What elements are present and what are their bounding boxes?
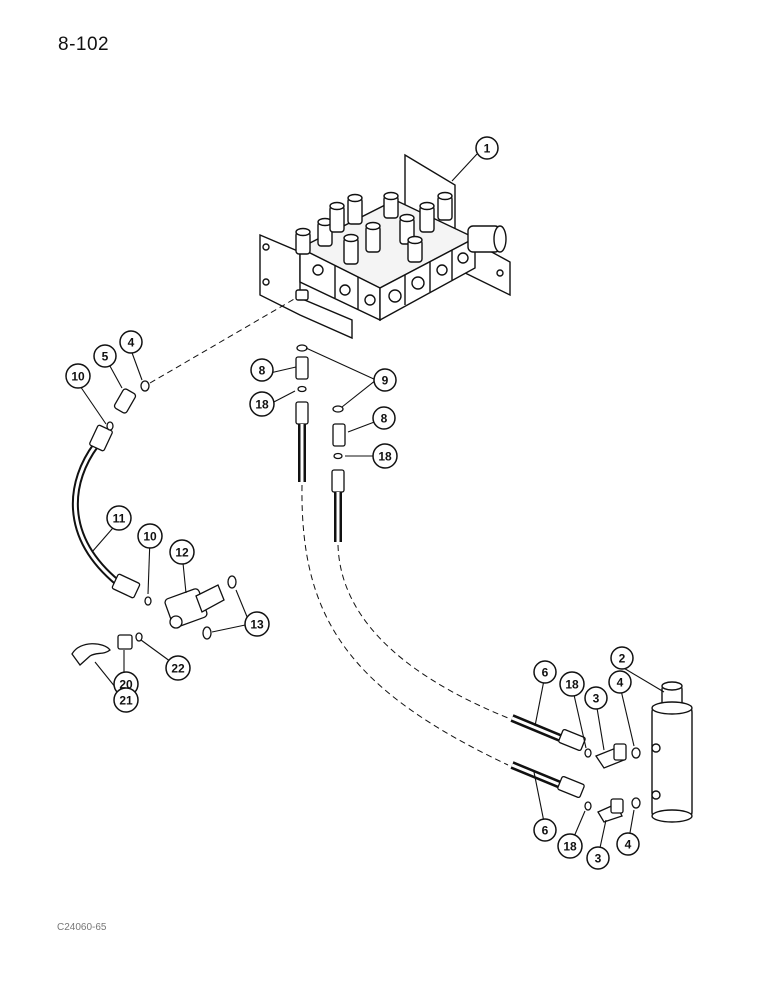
- callout-circle: [244, 611, 270, 637]
- callout-circle: [93, 344, 117, 368]
- callout-circle: [608, 670, 632, 694]
- callout-c10b: 10: [137, 523, 163, 549]
- callout-label: 18: [255, 398, 269, 412]
- callout-label: 8: [259, 364, 266, 378]
- callout-c8a: 8: [250, 358, 274, 382]
- callout-circle: [372, 406, 396, 430]
- callout-circle: [249, 391, 275, 417]
- callout-circle: [584, 686, 608, 710]
- callout-circle: [137, 523, 163, 549]
- callout-circle: [372, 443, 398, 469]
- callout-c3b: 3: [586, 846, 610, 870]
- callout-c21: 21: [113, 687, 139, 713]
- callout-label: 8: [381, 412, 388, 426]
- callout-circle: [533, 818, 557, 842]
- callout-label: 18: [565, 678, 579, 692]
- callout-circle: [165, 655, 191, 681]
- callout-label: 4: [617, 676, 624, 690]
- callout-circle: [119, 330, 143, 354]
- callout-c4a: 4: [608, 670, 632, 694]
- callout-label: 13: [250, 618, 264, 632]
- callout-label: 9: [382, 374, 389, 388]
- callout-circle: [169, 539, 195, 565]
- callout-c9: 9: [373, 368, 397, 392]
- figure-code: C24060-65: [57, 922, 107, 933]
- callout-c6b: 6: [533, 818, 557, 842]
- callout-label: 6: [542, 666, 549, 680]
- callout-label: 18: [563, 840, 577, 854]
- callout-label: 18: [378, 450, 392, 464]
- hoses: [71, 401, 586, 799]
- callout-c1: 1: [475, 136, 499, 160]
- callout-c2: 2: [610, 646, 634, 670]
- callout-circle: [250, 358, 274, 382]
- callout-c18b: 18: [372, 443, 398, 469]
- page-number: 8-102: [58, 34, 110, 55]
- callout-label: 3: [593, 692, 600, 706]
- fittings: [71, 344, 641, 823]
- callout-label: 3: [595, 852, 602, 866]
- hydraulic-cylinder: [651, 681, 693, 823]
- callout-circle: [616, 832, 640, 856]
- valve-assembly: [259, 153, 511, 340]
- callout-label: 5: [102, 350, 109, 364]
- callout-label: 22: [171, 662, 185, 676]
- callout-circle: [373, 368, 397, 392]
- callout-label: 10: [71, 370, 85, 384]
- callout-circle: [557, 833, 583, 859]
- callout-label: 1: [484, 142, 491, 156]
- callout-label: 21: [119, 694, 133, 708]
- callout-circle: [475, 136, 499, 160]
- callout-label: 11: [113, 512, 126, 526]
- callout-label: 4: [625, 838, 632, 852]
- callout-c4b: 4: [119, 330, 143, 354]
- callout-c18a: 18: [249, 391, 275, 417]
- callout-c12: 12: [169, 539, 195, 565]
- callout-c4c: 4: [616, 832, 640, 856]
- callout-c13: 13: [244, 611, 270, 637]
- callout-c22: 22: [165, 655, 191, 681]
- callout-circle: [113, 687, 139, 713]
- callout-circle: [106, 505, 132, 531]
- callout-c8b: 8: [372, 406, 396, 430]
- callout-circle: [559, 671, 585, 697]
- callout-label: 4: [128, 336, 135, 350]
- callout-circle: [610, 646, 634, 670]
- callout-c18c: 18: [559, 671, 585, 697]
- callout-c11: 11: [106, 505, 132, 531]
- callout-label: 10: [143, 530, 157, 544]
- callout-c6a: 6: [533, 660, 557, 684]
- callout-label: 12: [175, 546, 189, 560]
- callout-c10a: 10: [65, 363, 91, 389]
- callout-circle: [586, 846, 610, 870]
- callout-circle: [533, 660, 557, 684]
- callout-c3a: 3: [584, 686, 608, 710]
- callout-circle: [65, 363, 91, 389]
- callout-label: 6: [542, 824, 549, 838]
- callout-label: 2: [619, 652, 626, 666]
- callout-c5: 5: [93, 344, 117, 368]
- callout-c18d: 18: [557, 833, 583, 859]
- connection-lines: [149, 297, 509, 766]
